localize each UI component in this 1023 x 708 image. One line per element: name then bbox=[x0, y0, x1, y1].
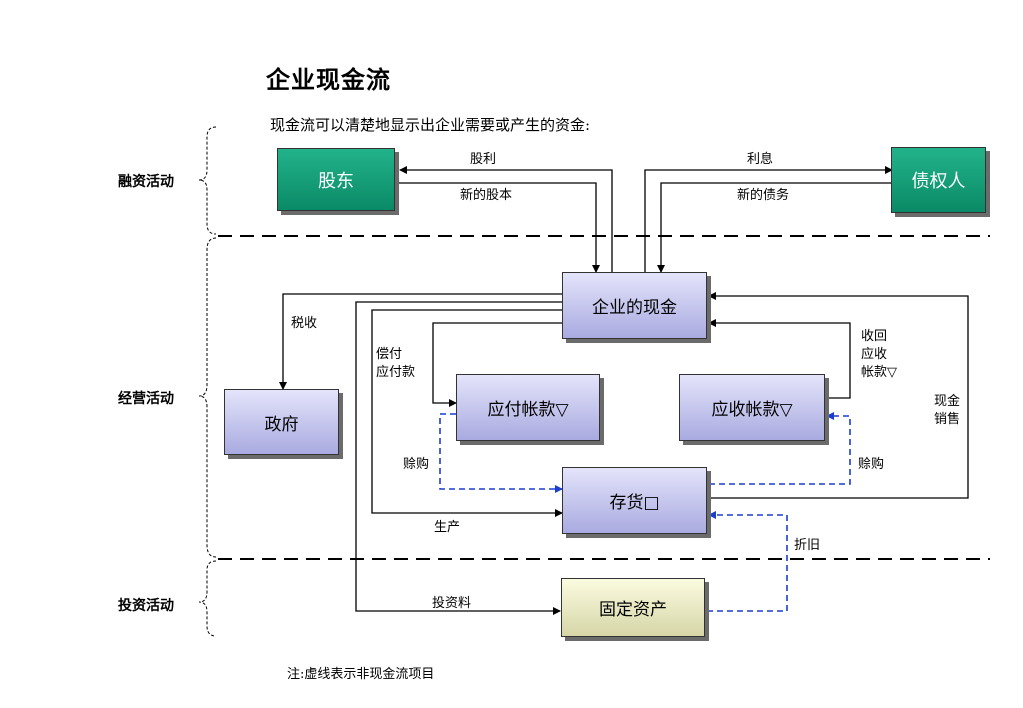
label-pay-payables-1: 偿付 bbox=[376, 347, 403, 362]
node-inventory: 存货□ bbox=[562, 467, 707, 534]
brace-financing bbox=[198, 126, 217, 235]
label-dividends: 股利 bbox=[470, 152, 497, 167]
arrow-credit-purchase bbox=[439, 413, 563, 493]
node-payables: 应付帐款▽ bbox=[456, 374, 600, 441]
label-interest: 利息 bbox=[747, 152, 774, 167]
arrow-investment bbox=[355, 301, 562, 615]
arrow-new-debt bbox=[657, 182, 892, 273]
label-depreciation: 折旧 bbox=[794, 538, 821, 553]
brace-investing bbox=[198, 560, 217, 637]
page-subtitle: 现金流可以清楚地显示出企业需要或产生的资金: bbox=[270, 116, 591, 134]
label-credit-purchase: 赊购 bbox=[403, 457, 430, 472]
label-credit-sale: 赊购 bbox=[858, 457, 885, 472]
section-investing: 投资活动 bbox=[118, 598, 174, 614]
arrow-production bbox=[371, 309, 563, 517]
arrow-new-equity bbox=[398, 182, 600, 273]
node-fixed-assets: 固定资产 bbox=[561, 578, 705, 637]
arrow-dividends bbox=[399, 166, 613, 272]
footnote: 注:虚线表示非现金流项目 bbox=[287, 667, 435, 682]
arrow-interest bbox=[644, 166, 893, 272]
label-cash-sales-1: 现金 bbox=[934, 394, 961, 409]
section-operating: 经营活动 bbox=[118, 391, 174, 407]
arrow-pay-payables bbox=[432, 322, 562, 407]
page-title: 企业现金流 bbox=[266, 65, 391, 94]
arrow-depreciation bbox=[707, 511, 788, 612]
arrow-cash-sales bbox=[708, 292, 969, 499]
label-production: 生产 bbox=[434, 520, 461, 535]
arrow-credit-sale bbox=[709, 412, 851, 485]
label-collect-2: 应收 bbox=[861, 347, 888, 362]
arrow-collect-receivables bbox=[708, 319, 851, 399]
node-receivables: 应收帐款▽ bbox=[679, 374, 825, 441]
label-investment: 投资料 bbox=[432, 596, 472, 611]
arrow-taxes bbox=[279, 293, 562, 390]
label-collect-3: 帐款▽ bbox=[861, 365, 897, 380]
label-cash-sales-2: 销售 bbox=[934, 412, 961, 427]
label-new-debt: 新的债务 bbox=[737, 188, 790, 203]
label-taxes: 税收 bbox=[291, 316, 318, 331]
node-shareholders: 股东 bbox=[277, 148, 395, 211]
label-pay-payables-2: 应付款 bbox=[376, 365, 416, 380]
label-collect-1: 收回 bbox=[861, 329, 888, 344]
brace-operating bbox=[198, 237, 217, 558]
node-government: 政府 bbox=[224, 389, 339, 455]
node-creditors: 债权人 bbox=[891, 147, 986, 213]
label-new-equity: 新的股本 bbox=[460, 188, 513, 203]
section-financing: 融资活动 bbox=[118, 174, 174, 190]
node-company-cash: 企业的现金 bbox=[562, 272, 707, 339]
